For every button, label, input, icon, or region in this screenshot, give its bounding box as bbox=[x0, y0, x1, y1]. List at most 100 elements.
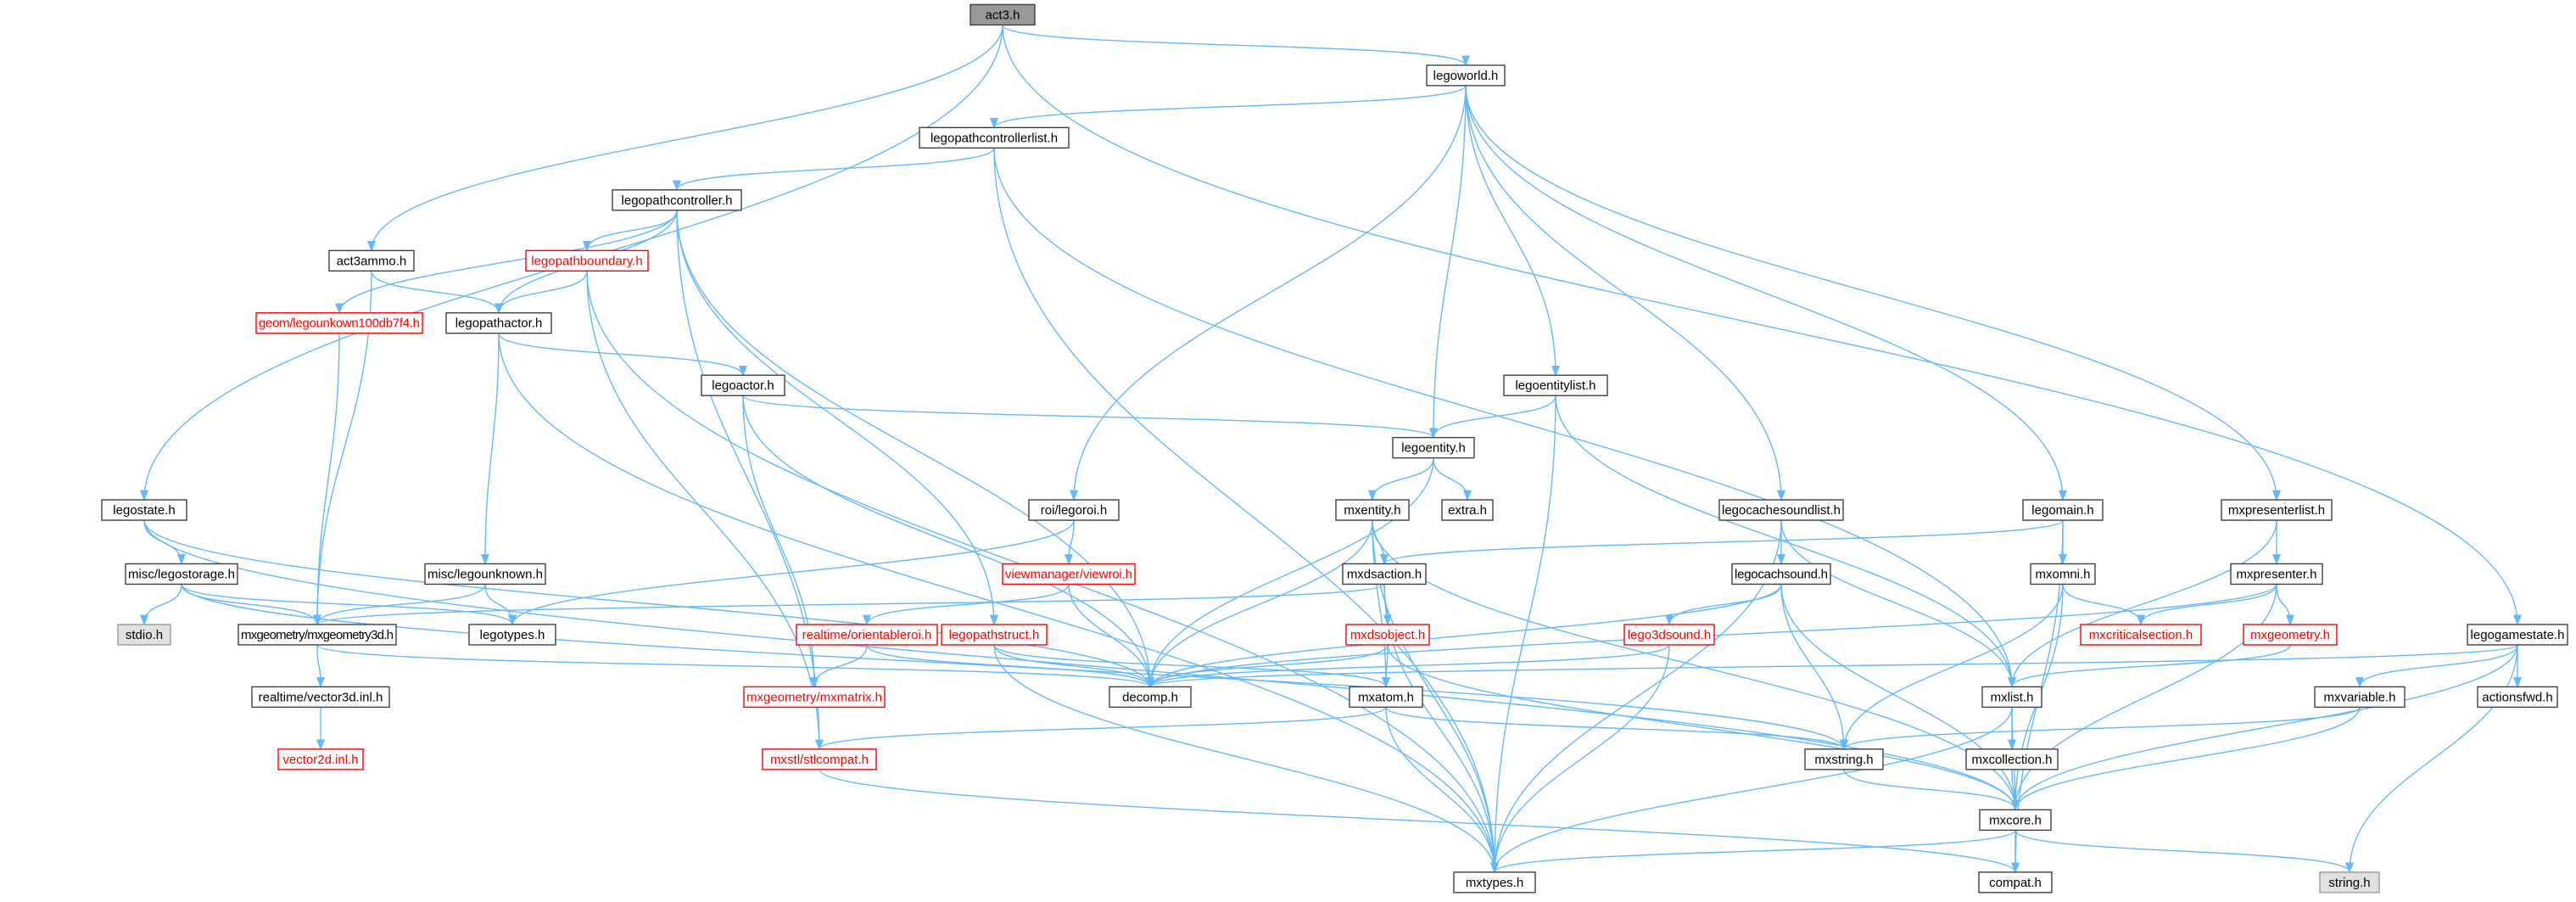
node-geomunk[interactable]: geom/legounkown100db7f4.h bbox=[255, 312, 423, 334]
node-mxvariable[interactable]: mxvariable.h bbox=[2314, 686, 2406, 709]
node-label-mxtypes: mxtypes.h bbox=[1466, 876, 1523, 890]
node-box-lcsound bbox=[1731, 563, 1831, 585]
node-lpc[interactable]: legopathcontroller.h bbox=[612, 189, 742, 211]
edge-lcsound-to-lego3d bbox=[1665, 584, 1782, 626]
node-box-vector3d bbox=[251, 686, 390, 709]
edge-legostate-to-decomp bbox=[143, 520, 1154, 688]
edge-lpc-to-geomunk bbox=[335, 210, 678, 315]
node-mxcrit[interactable]: mxcriticalsection.h bbox=[2080, 624, 2202, 646]
node-label-mxatom: mxatom.h bbox=[1358, 690, 1414, 704]
edge-mxpresenter-to-mxgeometry bbox=[2276, 584, 2295, 626]
node-vector2d[interactable]: vector2d.inl.h bbox=[277, 748, 364, 770]
node-box-mxstl bbox=[762, 748, 877, 770]
node-label-legounknown: misc/legounknown.h bbox=[427, 567, 543, 581]
node-mxmatrix[interactable]: mxgeometry/mxmatrix.h bbox=[743, 686, 886, 709]
node-label-decomp: decomp.h bbox=[1122, 690, 1178, 704]
edge-legogamestate-to-mxcore bbox=[2011, 644, 2518, 811]
node-compat[interactable]: compat.h bbox=[1978, 871, 2053, 894]
edge-lpstruct-to-mxtypes bbox=[993, 644, 1499, 874]
node-label-legostorage: misc/legostorage.h bbox=[128, 567, 235, 581]
node-legoworld[interactable]: legoworld.h bbox=[1426, 64, 1506, 87]
node-label-legoentity: legoentity.h bbox=[1401, 441, 1466, 456]
node-legoroi[interactable]: roi/legoroi.h bbox=[1028, 499, 1120, 521]
node-mxgeo3d[interactable]: mxgeometry/mxgeometry3d.h bbox=[237, 624, 397, 646]
node-box-lpclist bbox=[919, 126, 1070, 149]
node-box-mxomni bbox=[2030, 563, 2096, 585]
edge-lpb-to-lpactor bbox=[494, 271, 588, 315]
edge-lelist-to-mxtypes bbox=[1489, 395, 1556, 874]
node-legoentity[interactable]: legoentity.h bbox=[1392, 436, 1475, 459]
node-lcsound[interactable]: legocachsound.h bbox=[1731, 563, 1831, 585]
node-lpclist[interactable]: legopathcontrollerlist.h bbox=[919, 126, 1070, 149]
node-mxpresenter[interactable]: mxpresenter.h bbox=[2230, 563, 2323, 585]
edge-mxatom-to-mxstring bbox=[1385, 707, 1848, 751]
node-label-legoroi: roi/legoroi.h bbox=[1041, 503, 1107, 518]
edge-legoactor-to-decomp bbox=[742, 395, 1155, 688]
node-label-lpc: legopathcontroller.h bbox=[622, 193, 733, 208]
node-legogamestate[interactable]: legogamestate.h bbox=[2467, 624, 2568, 646]
node-lego3d[interactable]: lego3dsound.h bbox=[1623, 624, 1715, 646]
node-label-viewroi: viewmanager/viewroi.h bbox=[1005, 567, 1132, 581]
edge-act3-to-act3ammo bbox=[367, 25, 1003, 252]
edge-mxomni-to-mxstring bbox=[1839, 584, 2064, 751]
node-legoactor[interactable]: legoactor.h bbox=[701, 374, 785, 396]
node-legounknown[interactable]: misc/legounknown.h bbox=[424, 563, 546, 585]
node-orientroi[interactable]: realtime/orientableroi.h bbox=[796, 624, 938, 646]
node-box-mxentity bbox=[1335, 499, 1410, 521]
edge-mxstl-to-compat bbox=[819, 769, 2020, 874]
node-vector3d[interactable]: realtime/vector3d.inl.h bbox=[251, 686, 390, 709]
node-lpstruct[interactable]: legopathstruct.h bbox=[941, 624, 1048, 646]
node-legostate[interactable]: legostate.h bbox=[101, 499, 187, 521]
node-label-mxmatrix: mxgeometry/mxmatrix.h bbox=[746, 690, 882, 704]
node-mxstring[interactable]: mxstring.h bbox=[1804, 748, 1884, 770]
node-mxcore[interactable]: mxcore.h bbox=[1979, 809, 2052, 832]
node-lcslist[interactable]: legocachesoundlist.h bbox=[1718, 499, 1844, 521]
node-act3ammo[interactable]: act3ammo.h bbox=[328, 249, 415, 272]
node-box-geomunk bbox=[255, 312, 423, 334]
node-label-orientroi: realtime/orientableroi.h bbox=[802, 628, 932, 642]
edge-viewroi-to-decomp bbox=[1068, 584, 1155, 688]
node-mxomni[interactable]: mxomni.h bbox=[2030, 563, 2096, 585]
node-label-legomain: legomain.h bbox=[2031, 503, 2093, 518]
node-actionsfwd[interactable]: actionsfwd.h bbox=[2477, 686, 2558, 709]
node-mxplist[interactable]: mxpresenterlist.h bbox=[2221, 499, 2333, 521]
node-label-mxstring: mxstring.h bbox=[1814, 753, 1873, 767]
node-act3[interactable]: act3.h bbox=[969, 3, 1036, 26]
node-lpactor[interactable]: legopathactor.h bbox=[445, 312, 552, 334]
node-box-mxgeo3d bbox=[237, 624, 397, 646]
node-box-act3ammo bbox=[328, 249, 415, 272]
edge-lego3d-to-mxtypes bbox=[1489, 644, 1670, 874]
node-lelist[interactable]: legoentitylist.h bbox=[1503, 374, 1608, 396]
node-legomain[interactable]: legomain.h bbox=[2022, 499, 2104, 521]
node-lpb[interactable]: legopathboundary.h bbox=[525, 249, 649, 272]
node-box-mxgeometry bbox=[2243, 624, 2338, 646]
node-mxentity[interactable]: mxentity.h bbox=[1335, 499, 1410, 521]
node-legotypes[interactable]: legotypes.h bbox=[468, 624, 556, 646]
node-mxatom[interactable]: mxatom.h bbox=[1349, 686, 1423, 709]
node-box-legoworld bbox=[1426, 64, 1506, 87]
node-decomp[interactable]: decomp.h bbox=[1109, 686, 1192, 709]
edge-legoworld-to-legoroi bbox=[1069, 85, 1467, 501]
node-mxcollection[interactable]: mxcollection.h bbox=[1965, 748, 2059, 770]
edge-legoroi-to-legotypes bbox=[508, 519, 1075, 626]
node-legostorage[interactable]: misc/legostorage.h bbox=[125, 563, 238, 585]
node-viewroi[interactable]: viewmanager/viewroi.h bbox=[1002, 563, 1136, 585]
node-box-mxcollection bbox=[1965, 748, 2059, 770]
edge-mxpresenter-to-mxcrit bbox=[2137, 584, 2277, 626]
node-label-mxplist: mxpresenterlist.h bbox=[2228, 503, 2325, 518]
node-label-mxcrit: mxcriticalsection.h bbox=[2089, 628, 2193, 642]
node-box-extra bbox=[1441, 499, 1494, 521]
node-mxstl[interactable]: mxstl/stlcompat.h bbox=[762, 748, 877, 770]
edge-lpclist-to-lpc bbox=[673, 148, 995, 192]
node-mxdsobject[interactable]: mxdsobject.h bbox=[1345, 624, 1430, 646]
node-box-mxplist bbox=[2221, 499, 2333, 521]
node-extra[interactable]: extra.h bbox=[1441, 499, 1494, 521]
node-box-legoroi bbox=[1028, 499, 1120, 521]
node-label-stringh: string.h bbox=[2328, 876, 2370, 890]
node-mxlist[interactable]: mxlist.h bbox=[1981, 686, 2042, 709]
node-mxdsaction[interactable]: mxdsaction.h bbox=[1342, 563, 1427, 585]
node-mxtypes[interactable]: mxtypes.h bbox=[1453, 871, 1536, 894]
node-box-legogamestate bbox=[2467, 624, 2568, 646]
node-mxgeometry[interactable]: mxgeometry.h bbox=[2243, 624, 2338, 646]
node-box-lpactor bbox=[445, 312, 552, 334]
